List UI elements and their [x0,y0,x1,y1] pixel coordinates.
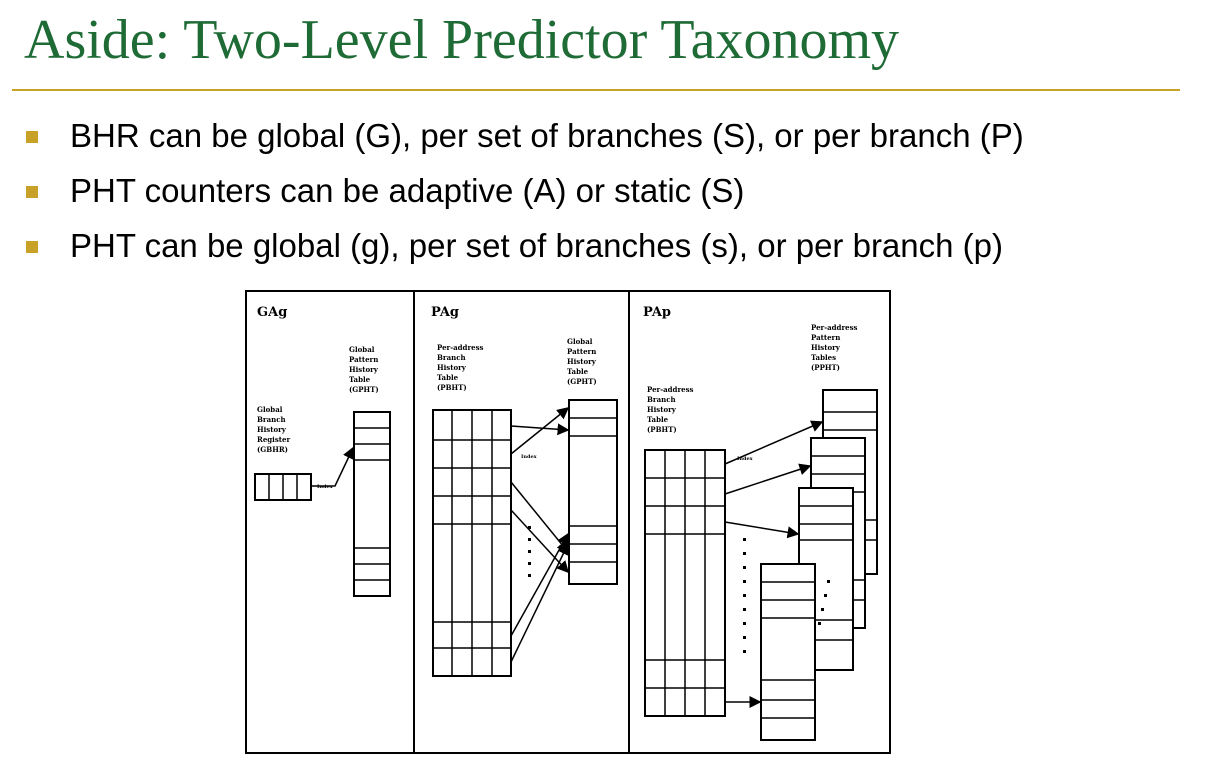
panel-pag: PAg Per-address Branch History Table (PB… [431,305,618,677]
panel-title: PAg [431,305,459,320]
bullet-square-icon [26,241,38,253]
index-arrows [510,407,570,663]
gbhr-register [254,473,312,501]
slide-title: Aside: Two-Level Predictor Taxonomy [24,9,900,71]
predictor-taxonomy-figure: GAg Global Branch History Register (GBHR… [245,290,893,761]
ppht-tables [760,389,878,741]
figure-frame [245,290,891,754]
bullet-square-icon [26,186,38,198]
pbht-table [432,409,512,677]
bullet-text: PHT can be global (g), per set of branch… [70,227,1003,264]
taxonomy-diagram: GAg Global Branch History Register (GBHR… [245,290,891,754]
gbhr-label: Global Branch History Register (GBHR) [257,405,293,454]
ppht-label: Per-address Pattern History Tables (PPHT… [811,323,860,372]
bullet-item: PHT counters can be adaptive (A) or stat… [22,163,1024,218]
bullet-item: PHT can be global (g), per set of branch… [22,218,1024,273]
index-label: Index [737,456,754,462]
gpht-table [353,411,391,597]
bullet-list: BHR can be global (G), per set of branch… [22,108,1024,273]
panel-title: PAp [643,305,671,320]
pbht-label: Per-address Branch History Table (PBHT) [437,343,486,392]
panel-title: GAg [257,305,287,320]
bullet-square-icon [26,131,38,143]
ellipsis-dots [528,526,531,577]
ppht-table [760,563,816,741]
gpht-table [568,399,618,585]
panel-pap: PAp Per-address Branch History Table (PB… [643,305,878,741]
index-arrow [311,446,354,487]
pbht-label: Per-address Branch History Table (PBHT) [647,385,696,434]
index-arrows [724,420,824,708]
panel-gag: GAg Global Branch History Register (GBHR… [254,305,391,597]
pbht-table [644,449,726,717]
bullet-item: BHR can be global (G), per set of branch… [22,108,1024,163]
ellipsis-dots [743,538,830,653]
bullet-text: PHT counters can be adaptive (A) or stat… [70,172,745,209]
index-label: Index [521,454,538,460]
bullet-text: BHR can be global (G), per set of branch… [70,117,1024,154]
gpht-label: Global Pattern History Table (GPHT) [567,337,599,386]
gpht-label: Global Pattern History Table (GPHT) [349,345,381,394]
title-divider [12,89,1180,91]
index-label: Index [317,484,334,490]
